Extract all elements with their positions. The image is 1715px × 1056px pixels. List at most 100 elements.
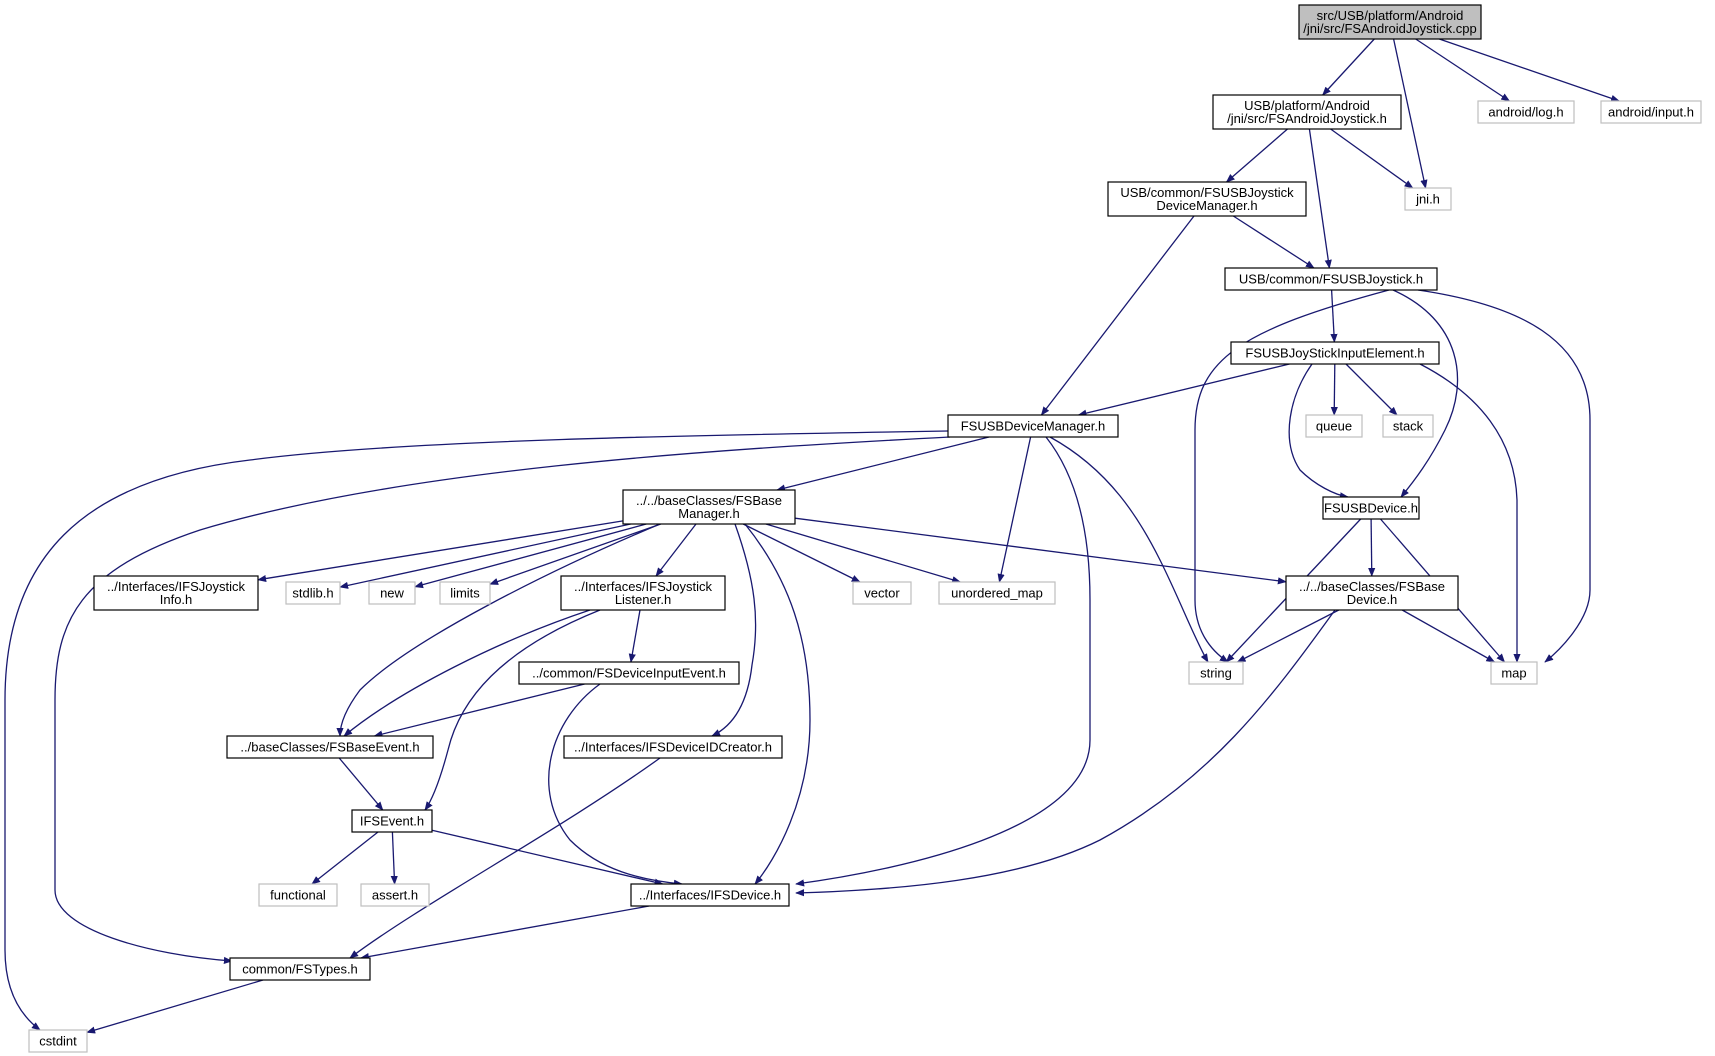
edge-line xyxy=(1330,128,1414,189)
node-box xyxy=(1230,341,1440,365)
node-label: ../Interfaces/IFSJoystick xyxy=(107,579,245,594)
node-root[interactable]: src/USB/platform/Android/jni/src/FSAndro… xyxy=(1298,4,1482,40)
node-label: assert.h xyxy=(372,888,418,903)
edge-base-manager-h-to-base-event-h xyxy=(336,523,661,737)
edge-line xyxy=(1040,215,1195,416)
node-box xyxy=(938,581,1056,605)
node-box xyxy=(368,581,416,605)
node-box xyxy=(852,581,912,605)
edge-line xyxy=(1194,289,1390,663)
node-box xyxy=(1600,100,1702,124)
node-ifs-device-id-creator-h[interactable]: ../Interfaces/IFSDeviceIDCreator.h xyxy=(563,735,783,759)
node-box xyxy=(563,735,783,759)
node-map: map xyxy=(1490,661,1538,685)
node-label: string xyxy=(1200,666,1232,681)
node-label: unordered_map xyxy=(951,586,1043,601)
node-box xyxy=(1382,414,1434,438)
node-box xyxy=(28,1029,88,1053)
node-base-event-h[interactable]: ../baseClasses/FSBaseEvent.h xyxy=(226,735,434,759)
edge-base-manager-h-to-ifs-device-h xyxy=(744,523,811,885)
edge-line xyxy=(742,523,861,583)
edge-fs-types-h-to-cstdint xyxy=(86,979,264,1034)
edge-base-manager-h-to-ifs-device-id-creator-h xyxy=(711,523,757,737)
node-label: DeviceManager.h xyxy=(1156,198,1257,213)
edge-usb-joystick-devmgr-h-to-usb-joystick-h xyxy=(1232,215,1315,269)
edge-base-manager-h-to-ifs-joystick-info-h xyxy=(257,520,624,583)
edge-line xyxy=(1415,38,1511,102)
node-label: ../baseClasses/FSBaseEvent.h xyxy=(240,740,419,755)
node-label: Listener.h xyxy=(615,592,671,607)
node-box xyxy=(1305,414,1363,438)
edge-line xyxy=(424,609,601,811)
node-label: vector xyxy=(864,586,900,601)
node-label: FSUSBJoyStickInputElement.h xyxy=(1245,346,1424,361)
node-label: limits xyxy=(450,586,480,601)
node-usb-devmgr-h[interactable]: FSUSBDeviceManager.h xyxy=(947,414,1119,438)
node-android-input-h: android/input.h xyxy=(1600,100,1702,124)
edge-line xyxy=(390,831,398,885)
edge-usb-joystick-h-to-joystick-input-element-h xyxy=(1330,289,1338,343)
node-android-joystick-h[interactable]: USB/platform/Android/jni/src/FSAndroidJo… xyxy=(1212,94,1402,130)
edge-line xyxy=(1236,609,1340,663)
node-box xyxy=(1285,575,1459,611)
node-usb-joystick-h[interactable]: USB/common/FSUSBJoystick.h xyxy=(1224,267,1438,291)
node-box xyxy=(1404,187,1452,211)
node-box xyxy=(1477,100,1575,124)
edge-ifs-joystick-listener-h-to-base-event-h xyxy=(343,609,591,737)
node-box xyxy=(1107,181,1307,217)
node-fs-types-h[interactable]: common/FSTypes.h xyxy=(229,957,371,981)
edge-line xyxy=(765,523,962,584)
edge-line xyxy=(744,523,811,885)
edge-base-manager-h-to-new xyxy=(414,523,647,589)
edge-line xyxy=(414,523,647,589)
node-joystick-input-element-h[interactable]: FSUSBJoyStickInputElement.h xyxy=(1230,341,1440,365)
edge-line xyxy=(349,757,661,959)
node-box xyxy=(360,883,430,907)
edge-line xyxy=(795,609,1336,897)
node-box xyxy=(630,883,790,907)
edge-line xyxy=(489,523,662,585)
node-string: string xyxy=(1188,661,1244,685)
edge-base-device-h-to-ifs-device-h xyxy=(795,609,1336,897)
edge-base-manager-h-to-base-device-h xyxy=(794,517,1287,585)
node-ifs-device-h[interactable]: ../Interfaces/IFSDevice.h xyxy=(630,883,790,907)
node-label: queue xyxy=(1316,419,1352,434)
node-functional: functional xyxy=(258,883,338,907)
edge-line xyxy=(1225,128,1288,183)
node-box xyxy=(226,735,434,759)
edge-line xyxy=(1345,363,1398,416)
node-device-input-event-h[interactable]: ../common/FSDeviceInputEvent.h xyxy=(518,661,740,685)
node-label: map xyxy=(1501,666,1526,681)
edge-line xyxy=(54,436,951,964)
node-label: stdlib.h xyxy=(292,586,333,601)
edge-line xyxy=(1401,609,1496,663)
node-ifs-event-h[interactable]: IFSEvent.h xyxy=(351,809,433,833)
edge-line xyxy=(1419,363,1521,663)
edge-joystick-input-element-h-to-queue xyxy=(1330,363,1338,416)
edge-line xyxy=(1330,363,1338,416)
edge-line xyxy=(548,683,683,887)
edge-line xyxy=(86,979,264,1034)
node-label: functional xyxy=(270,888,326,903)
edge-root-to-android-log-h xyxy=(1415,38,1511,102)
edge-base-manager-h-to-vector xyxy=(742,523,861,583)
node-jni-h: jni.h xyxy=(1404,187,1452,211)
edge-base-manager-h-to-limits xyxy=(489,523,662,585)
edge-joystick-input-element-h-to-usb-devmgr-h xyxy=(1077,363,1290,417)
edge-line xyxy=(431,829,664,886)
edge-line xyxy=(1417,289,1591,663)
edge-line xyxy=(997,436,1032,583)
node-usb-device-h[interactable]: FSUSBDevice.h xyxy=(1322,496,1420,520)
node-stdlib-h: stdlib.h xyxy=(285,581,341,605)
node-box xyxy=(1490,661,1538,685)
edge-line xyxy=(360,905,650,961)
node-label: /jni/src/FSAndroidJoystick.h xyxy=(1227,111,1387,126)
edge-joystick-input-element-h-to-usb-device-h xyxy=(1288,363,1349,500)
edge-ifs-joystick-listener-h-to-device-input-event-h xyxy=(628,609,641,663)
node-box xyxy=(622,489,796,525)
